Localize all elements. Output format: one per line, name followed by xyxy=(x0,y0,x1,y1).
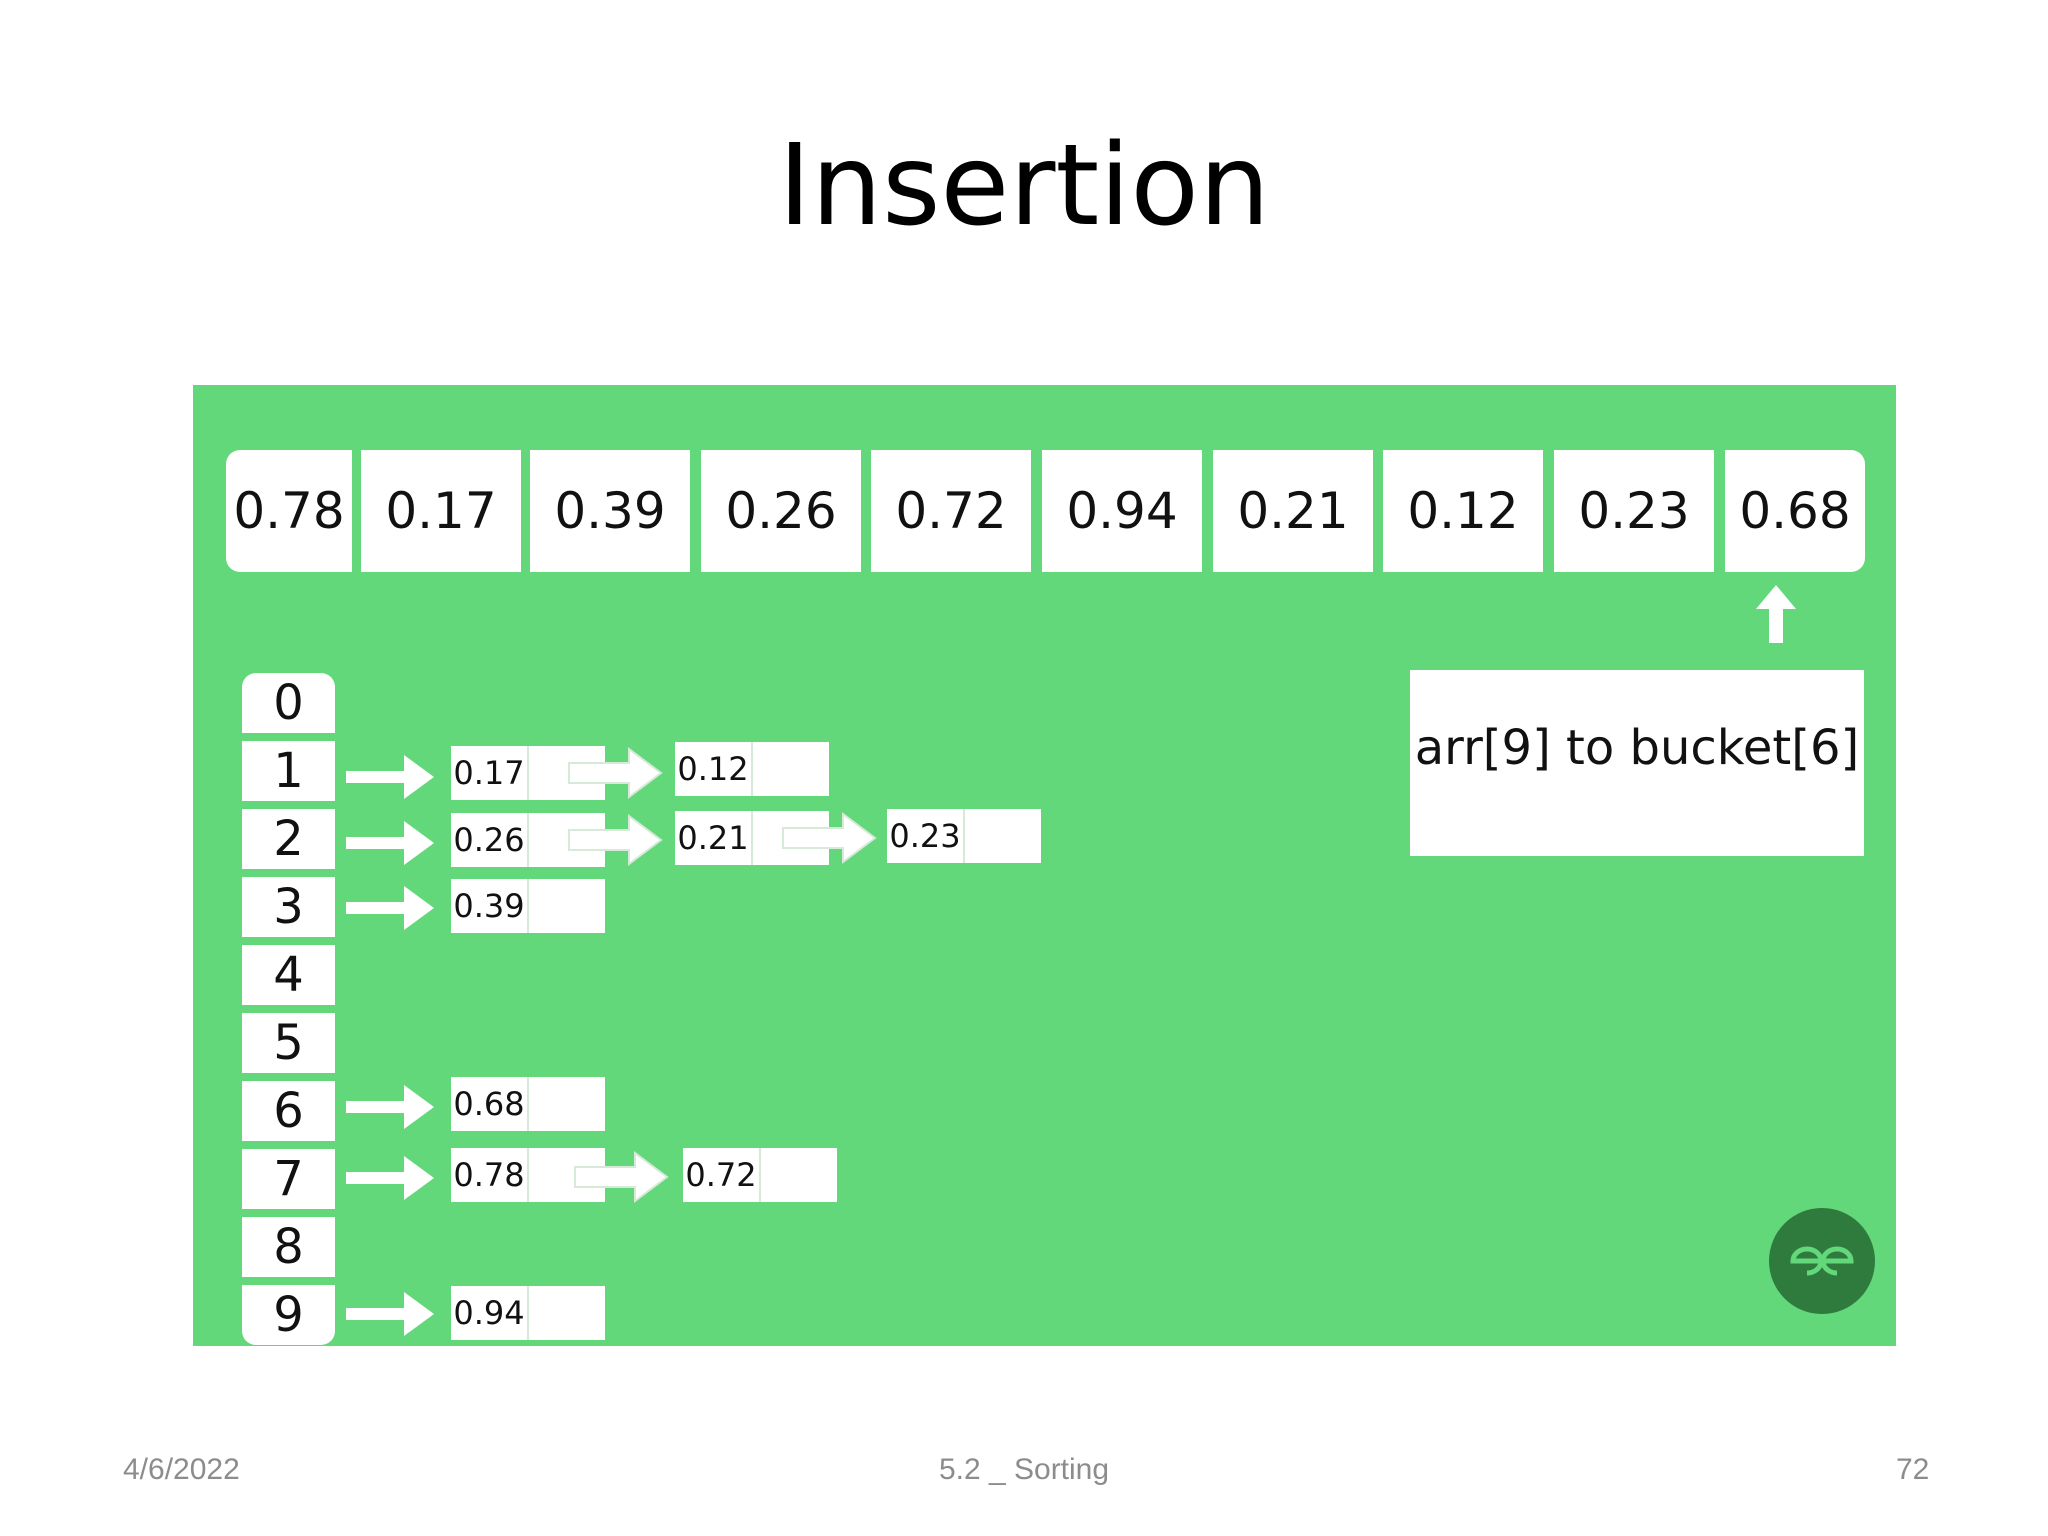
bucket-arrow-icon xyxy=(346,1085,434,1129)
next-arrow-icon xyxy=(568,747,663,799)
gfg-glyph-icon xyxy=(1790,1246,1854,1276)
node-value: 0.12 xyxy=(675,742,753,796)
bucket-arrow-icon xyxy=(346,755,434,799)
bucket-index-1: 1 xyxy=(242,741,335,801)
list-node: 0.12 xyxy=(675,742,829,796)
node-value: 0.94 xyxy=(451,1286,529,1340)
array-cell-7: 0.12 xyxy=(1383,450,1543,572)
node-value: 0.78 xyxy=(451,1148,529,1202)
node-pointer xyxy=(529,879,605,933)
bucket-index-4: 4 xyxy=(242,945,335,1005)
slide-number: 72 xyxy=(1896,1453,1930,1486)
step-message: arr[9] to bucket[6] xyxy=(1410,670,1864,856)
bucket-index-7: 7 xyxy=(242,1149,335,1209)
bucket-sort-diagram: 0.78 0.17 0.39 0.26 0.72 0.94 0.21 0.12 … xyxy=(193,385,1896,1346)
list-node: 0.78 xyxy=(451,1148,605,1202)
array-cell-2: 0.39 xyxy=(530,450,690,572)
node-value: 0.23 xyxy=(887,809,965,863)
array-cell-3: 0.26 xyxy=(701,450,861,572)
bucket-index-9: 9 xyxy=(242,1285,335,1345)
bucket-index-3: 3 xyxy=(242,877,335,937)
next-arrow-icon xyxy=(782,812,877,864)
node-value: 0.72 xyxy=(683,1148,761,1202)
footer-date: 4/6/2022 xyxy=(123,1453,240,1486)
slide-title: Insertion xyxy=(778,121,1270,251)
up-arrow-icon xyxy=(1756,585,1796,643)
array-cell-9: 0.68 xyxy=(1725,450,1865,572)
gfg-logo-icon xyxy=(1769,1208,1875,1314)
footer-title: 5.2 _ Sorting xyxy=(938,1453,1110,1486)
next-arrow-icon xyxy=(574,1151,669,1203)
array-cell-0: 0.78 xyxy=(226,450,352,572)
array-cell-1: 0.17 xyxy=(361,450,521,572)
bucket-index-8: 8 xyxy=(242,1217,335,1277)
list-node: 0.68 xyxy=(451,1077,605,1131)
bucket-arrow-icon xyxy=(346,821,434,865)
node-value: 0.17 xyxy=(451,746,529,800)
array-cell-8: 0.23 xyxy=(1554,450,1714,572)
list-node: 0.72 xyxy=(683,1148,837,1202)
node-pointer xyxy=(753,742,829,796)
list-node: 0.23 xyxy=(887,809,1041,863)
bucket-arrow-icon xyxy=(346,1292,434,1336)
bucket-index-2: 2 xyxy=(242,809,335,869)
list-node: 0.39 xyxy=(451,879,605,933)
bucket-index-0: 0 xyxy=(242,673,335,733)
array-cell-5: 0.94 xyxy=(1042,450,1202,572)
array-cell-4: 0.72 xyxy=(871,450,1031,572)
node-value: 0.26 xyxy=(451,813,529,867)
array-cell-6: 0.21 xyxy=(1213,450,1373,572)
node-pointer xyxy=(529,1286,605,1340)
bucket-arrow-icon xyxy=(346,886,434,930)
bucket-arrow-icon xyxy=(346,1156,434,1200)
node-pointer xyxy=(529,1077,605,1131)
node-pointer xyxy=(761,1148,837,1202)
bucket-index-6: 6 xyxy=(242,1081,335,1141)
next-arrow-icon xyxy=(568,814,663,866)
node-value: 0.21 xyxy=(675,811,753,865)
node-value: 0.39 xyxy=(451,879,529,933)
list-node: 0.94 xyxy=(451,1286,605,1340)
bucket-index-5: 5 xyxy=(242,1013,335,1073)
node-value: 0.68 xyxy=(451,1077,529,1131)
node-pointer xyxy=(965,809,1041,863)
